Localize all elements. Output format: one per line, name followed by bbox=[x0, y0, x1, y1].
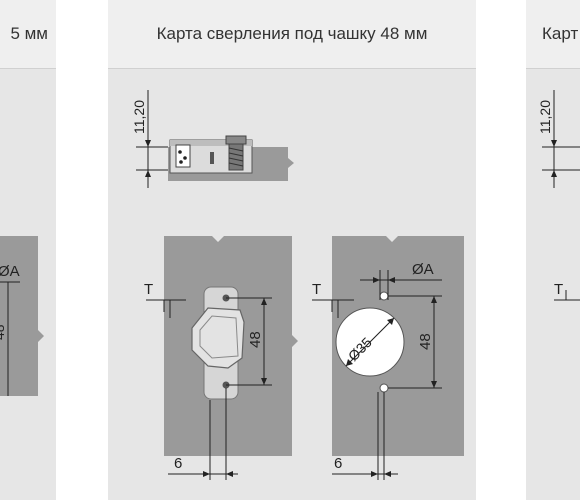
hinge-cup-outline bbox=[191, 307, 245, 369]
thickness-label-left: T bbox=[144, 281, 153, 298]
edge-distance-label-right: 6 bbox=[334, 455, 342, 472]
left-panel-drawing: ØA 48 bbox=[0, 236, 44, 396]
right-thickness-label: T bbox=[554, 281, 563, 298]
left-panel-header: 5 мм bbox=[0, 0, 56, 69]
right-drilling-panel: Карт 11,20 T bbox=[526, 0, 580, 500]
left-board bbox=[0, 236, 44, 396]
drilling-view: Ø35 T ØA 48 bbox=[312, 236, 464, 480]
spacing-label-right: 48 bbox=[417, 333, 434, 350]
middle-panel-title: Карта сверления под чашку 48 мм bbox=[156, 24, 428, 43]
middle-panel-header: Карта сверления под чашку 48 мм bbox=[108, 0, 476, 69]
middle-panel-drawing: 11,20 T bbox=[131, 90, 464, 480]
thickness-label-right: T bbox=[312, 281, 321, 298]
drill-hole-top bbox=[379, 291, 389, 301]
right-panel-drawing: 11,20 T bbox=[537, 90, 580, 301]
left-drilling-panel: 5 мм ØA 48 bbox=[0, 0, 56, 500]
left-diameter-label: ØA bbox=[0, 263, 20, 280]
diameter-a-label: ØA bbox=[412, 261, 434, 278]
offset-height-label: 11,20 bbox=[131, 100, 147, 134]
screw-side bbox=[225, 135, 247, 145]
right-panel-title: Карт bbox=[542, 24, 579, 43]
left-panel-title: 5 мм bbox=[10, 24, 48, 43]
spacing-label-left: 48 bbox=[247, 331, 264, 348]
left-spacing-label: 48 bbox=[0, 324, 7, 340]
plate-view: T 48 6 bbox=[144, 236, 298, 480]
drill-hole-bottom bbox=[379, 383, 389, 393]
right-panel-header: Карт bbox=[526, 0, 580, 69]
side-view: 11,20 bbox=[131, 90, 294, 188]
middle-drilling-panel: Карта сверления под чашку 48 мм 11,20 bbox=[108, 0, 476, 500]
right-offset-height-label: 11,20 bbox=[537, 100, 553, 134]
edge-distance-label-left: 6 bbox=[174, 455, 182, 472]
